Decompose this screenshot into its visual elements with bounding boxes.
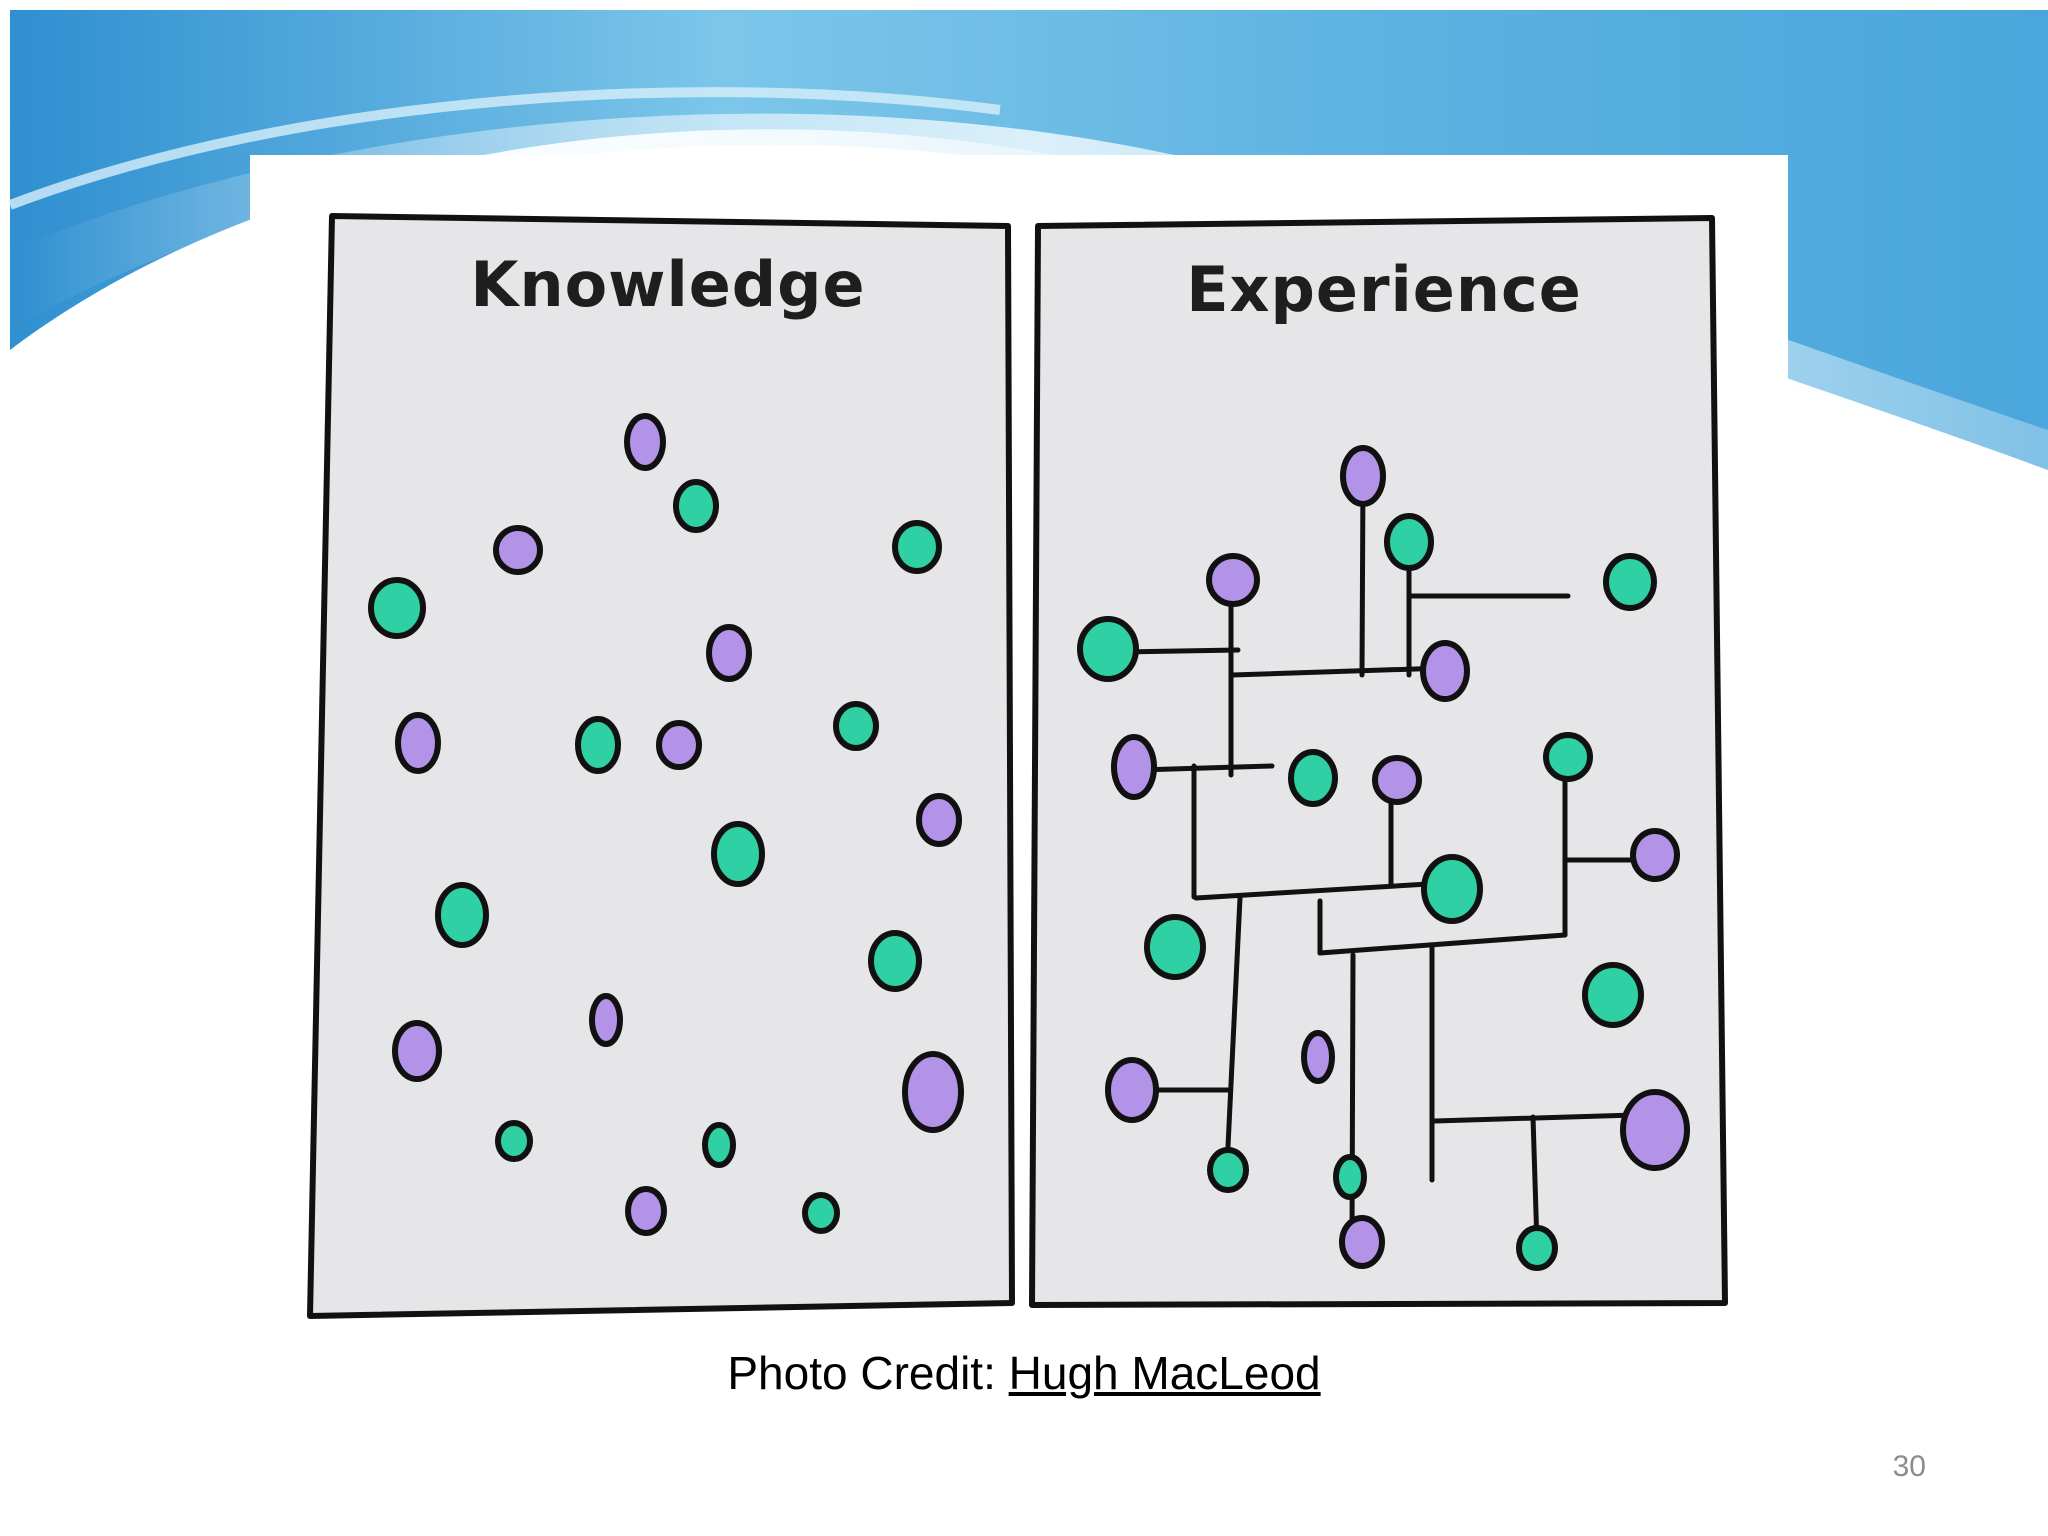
green-dot	[1077, 616, 1139, 682]
green-dot	[1582, 962, 1644, 1028]
connector-line	[1317, 932, 1568, 956]
purple-dot	[1206, 553, 1260, 607]
green-dot	[1543, 732, 1593, 782]
green-dot	[575, 716, 621, 774]
green-dot	[833, 701, 879, 751]
purple-dot	[624, 413, 666, 471]
green-dot	[1384, 513, 1434, 571]
purple-dot	[1339, 1215, 1385, 1269]
panel-knowledge-frame	[307, 213, 1015, 1319]
green-dot	[702, 1122, 736, 1168]
green-dot	[673, 479, 719, 533]
connector-line	[1134, 763, 1275, 773]
purple-dot	[656, 720, 702, 770]
slide-number: 30	[1892, 1450, 1926, 1483]
connector-line	[1359, 472, 1366, 678]
panel-title-knowledge: Knowledge	[470, 248, 865, 321]
green-dot	[1288, 749, 1338, 807]
panel-experience-frame	[1029, 215, 1728, 1308]
green-dot	[1207, 1147, 1249, 1193]
purple-dot	[493, 525, 543, 575]
purple-dot	[1340, 445, 1386, 507]
green-dot	[868, 930, 922, 992]
green-dot	[495, 1120, 533, 1162]
green-dot	[1603, 553, 1657, 611]
green-dot	[1516, 1225, 1558, 1271]
purple-dot	[1301, 1030, 1335, 1084]
purple-dot	[395, 712, 441, 774]
purple-dot	[1111, 734, 1157, 800]
connector-line	[1530, 1114, 1540, 1248]
purple-dot	[1620, 1089, 1690, 1171]
photo-credit: Photo Credit: Hugh MacLeod	[0, 1346, 2048, 1400]
panel-knowledge: Knowledge	[307, 213, 1015, 1319]
panel-experience: Experience	[1029, 215, 1728, 1308]
green-dot	[711, 821, 765, 887]
purple-dot	[902, 1051, 964, 1133]
green-dot	[1333, 1154, 1367, 1200]
purple-dot	[392, 1020, 442, 1082]
purple-dot	[916, 793, 962, 847]
purple-dot	[1372, 755, 1422, 805]
experience-dots	[1077, 445, 1690, 1271]
knowledge-dots	[368, 413, 964, 1236]
credit-author-link[interactable]: Hugh MacLeod	[1008, 1347, 1321, 1399]
purple-dot	[589, 993, 623, 1047]
connector-line	[1224, 895, 1243, 1170]
green-dot	[435, 882, 489, 948]
connector-line	[1121, 647, 1241, 655]
panel-title-experience: Experience	[1186, 253, 1582, 326]
purple-dot	[625, 1186, 667, 1236]
purple-dot	[706, 624, 752, 682]
credit-label: Photo Credit:	[727, 1347, 1009, 1399]
knowledge-experience-figure: Knowledge Experience	[250, 155, 1788, 1355]
connector-line	[1193, 880, 1448, 901]
purple-dot	[1630, 828, 1680, 882]
green-dot	[892, 520, 942, 574]
green-dot	[802, 1192, 840, 1234]
green-dot	[1144, 914, 1206, 980]
green-dot	[1421, 854, 1483, 924]
purple-dot	[1420, 640, 1470, 702]
connector-line	[1229, 665, 1448, 678]
purple-dot	[1105, 1057, 1159, 1123]
green-dot	[368, 577, 426, 639]
